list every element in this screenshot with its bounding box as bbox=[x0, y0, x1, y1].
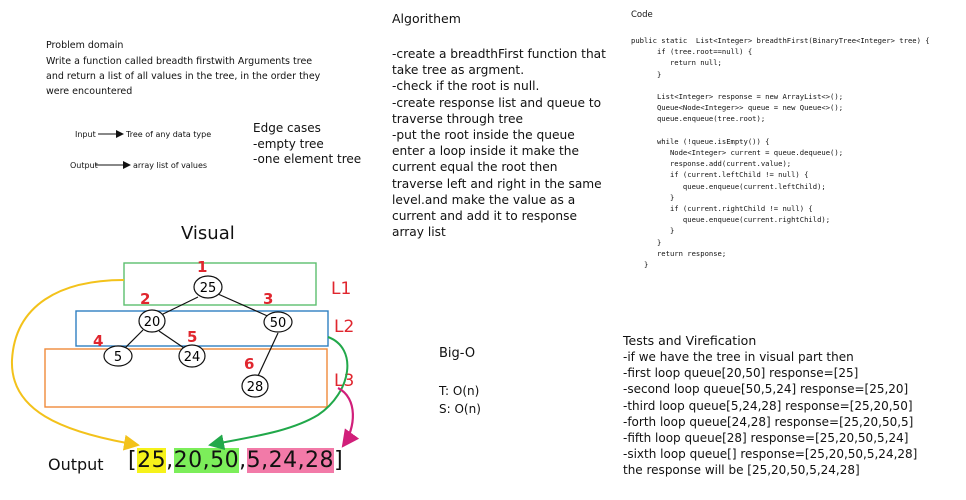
node-label: 24 bbox=[184, 350, 201, 365]
edge-20-5 bbox=[124, 329, 144, 349]
test-line: the response will be [25,20,50,5,24,28] bbox=[623, 463, 860, 478]
tree-node bbox=[103, 345, 133, 367]
test-line: -first loop queue[20,50] response=[25] bbox=[623, 366, 859, 381]
edge-cases-title: Edge cases bbox=[253, 121, 321, 135]
test-line: -sixth loop queue[] response=[25,20,50,5… bbox=[623, 447, 918, 462]
output-level2-values: 20,50 bbox=[173, 448, 240, 473]
edge-case-item: -empty tree bbox=[253, 137, 324, 151]
node-label: 20 bbox=[144, 315, 161, 330]
output-array-label: Output bbox=[48, 455, 104, 474]
test-line: -forth loop queue[24,28] response=[25,20… bbox=[623, 414, 914, 429]
output-separator: , bbox=[239, 448, 247, 473]
test-line: -third loop queue[5,24,28] response=[25,… bbox=[623, 398, 913, 413]
input-label: Input bbox=[75, 130, 96, 139]
node-label: 25 bbox=[200, 281, 217, 296]
space-complexity: S: O(n) bbox=[439, 402, 481, 416]
order-number: 5 bbox=[187, 328, 197, 346]
code-title: Code bbox=[631, 10, 653, 20]
output-value: array list of values bbox=[133, 161, 208, 170]
edge-20-24 bbox=[158, 330, 185, 349]
node-label: 28 bbox=[247, 380, 264, 395]
edge-25-20 bbox=[160, 296, 199, 316]
problem-domain-description: Write a function called breadth firstwit… bbox=[46, 56, 321, 97]
output-open-bracket: [ bbox=[128, 448, 138, 473]
order-number: 3 bbox=[263, 290, 273, 308]
level-label: L2 bbox=[334, 317, 354, 337]
level2-box bbox=[75, 310, 329, 347]
output-close-bracket: ] bbox=[334, 448, 344, 473]
output-separator: , bbox=[166, 448, 174, 473]
tree-node bbox=[241, 374, 269, 398]
tests-list: -if we have the tree in visual part then… bbox=[623, 349, 917, 479]
order-number: 6 bbox=[244, 355, 254, 373]
level1-output-arrow bbox=[10, 279, 140, 451]
order-number: 1 bbox=[197, 258, 207, 276]
visual-title: Visual bbox=[181, 223, 235, 244]
tree-node bbox=[193, 275, 223, 299]
tree-node bbox=[178, 344, 206, 368]
algorithm-title: Algorithem bbox=[392, 11, 461, 26]
level1-box bbox=[123, 262, 317, 306]
output-label: Output bbox=[70, 161, 98, 170]
algorithm-steps: -create a breadthFirst function that tak… bbox=[392, 47, 606, 240]
order-number: 4 bbox=[93, 332, 103, 350]
level2-output-arrow bbox=[208, 336, 349, 451]
edge-case-item: -one element tree bbox=[253, 152, 362, 166]
level-label: L1 bbox=[331, 279, 351, 299]
input-value: Tree of any data type bbox=[126, 130, 212, 139]
level3-output-arrow bbox=[337, 387, 360, 448]
time-complexity: T: O(n) bbox=[439, 384, 480, 398]
test-line: -second loop queue[50,5,24] response=[25… bbox=[623, 382, 909, 397]
big-o-title: Big-O bbox=[439, 346, 476, 361]
tree-node bbox=[138, 309, 166, 333]
output-level3-values: 5,24,28 bbox=[246, 448, 335, 473]
test-line: -if we have the tree in visual part then bbox=[623, 350, 854, 364]
tree-node bbox=[263, 311, 293, 333]
tests-title: Tests and Virefication bbox=[623, 333, 757, 348]
node-label: 5 bbox=[114, 350, 122, 365]
edge-50-28 bbox=[257, 332, 279, 377]
code-block: public static List<Integer> breadthFirst… bbox=[631, 36, 930, 270]
edge-cases-list: -empty tree -one element tree bbox=[253, 137, 361, 167]
problem-domain-title: Problem domain bbox=[46, 40, 124, 51]
output-array: [25,20,50,5,24,28] bbox=[128, 448, 343, 473]
output-level1-values: 25 bbox=[137, 448, 167, 473]
test-line: -fifth loop queue[28] response=[25,20,50… bbox=[623, 431, 909, 446]
node-label: 50 bbox=[270, 316, 287, 331]
order-number: 2 bbox=[140, 290, 150, 308]
edge-25-50 bbox=[217, 293, 273, 319]
